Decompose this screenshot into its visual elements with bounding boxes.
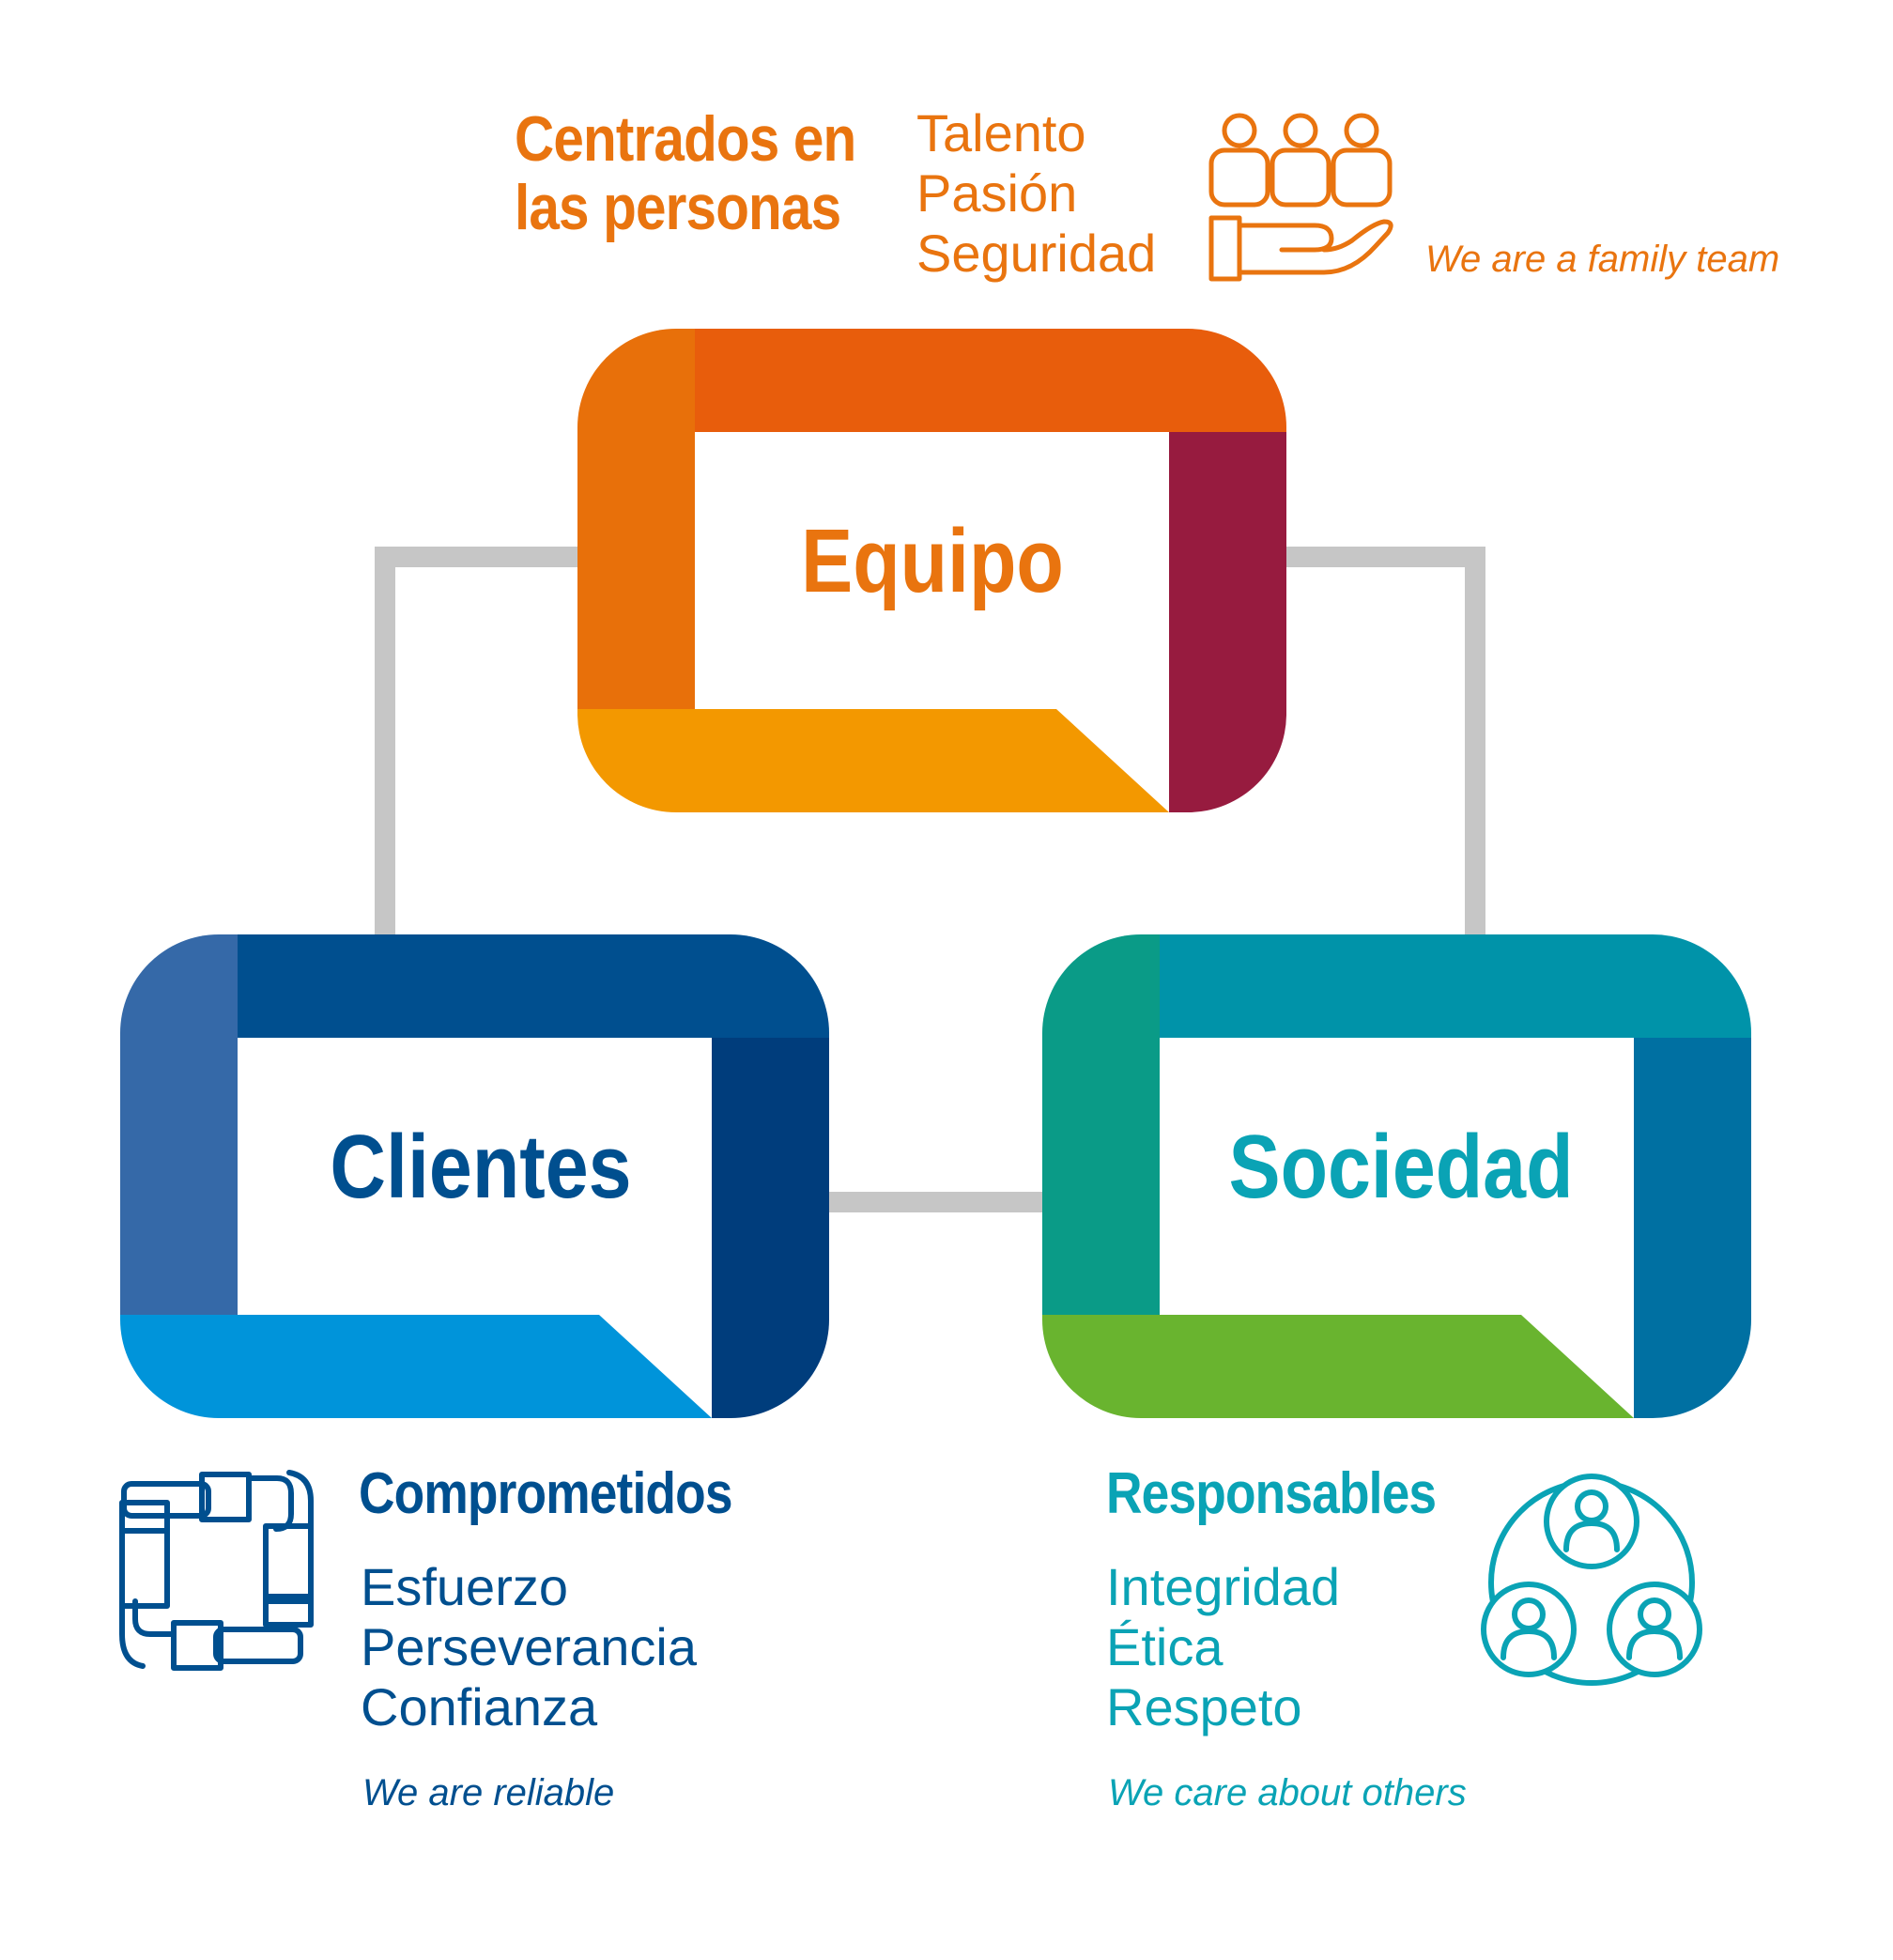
clientes-value-2: Perseverancia <box>361 1617 697 1676</box>
clientes-bubble: Clientes <box>120 934 829 1418</box>
sociedad-value-3: Respeto <box>1106 1677 1302 1736</box>
clientes-bubble-left <box>120 934 238 1315</box>
connector-equipo-clientes <box>375 547 579 934</box>
sociedad-bubble-left <box>1042 934 1160 1315</box>
equipo-bubble: Equipo <box>577 329 1286 812</box>
sociedad-label: Sociedad <box>1229 1116 1574 1216</box>
equipo-heading: Centrados en las personas <box>515 103 912 244</box>
equipo-label: Equipo <box>801 510 1064 610</box>
clientes-value-3: Confianza <box>361 1677 598 1736</box>
sociedad-values: Integridad Ética Respeto <box>1106 1557 1340 1737</box>
clientes-label: Clientes <box>330 1116 631 1216</box>
sociedad-bubble-top <box>1160 934 1751 1038</box>
connectors <box>375 547 1485 1212</box>
equipo-bubble-left <box>577 329 695 709</box>
equipo-value-3: Seguridad <box>916 224 1157 283</box>
sociedad-bubble-inner <box>1160 1038 1634 1315</box>
sociedad-heading: Responsables <box>1106 1461 1437 1526</box>
sociedad-bubble: Sociedad <box>1042 934 1751 1418</box>
sociedad-tagline: We care about others <box>1108 1772 1467 1813</box>
equipo-bubble-top <box>695 329 1286 432</box>
equipo-bubble-right <box>1169 432 1286 812</box>
clientes-value-1: Esfuerzo <box>361 1557 568 1616</box>
sociedad-bubble-right <box>1634 1038 1751 1418</box>
clientes-values: Esfuerzo Perseverancia Confianza <box>361 1557 697 1737</box>
clientes-heading: Comprometidos <box>359 1461 732 1526</box>
clientes-bubble-top <box>238 934 829 1038</box>
equipo-values: Talento Pasión Seguridad <box>916 103 1156 284</box>
joined-hands-icon <box>119 1470 314 1671</box>
equipo-value-1: Talento <box>916 103 1086 162</box>
clientes-bubble-inner <box>238 1038 712 1315</box>
people-network-icon <box>1481 1474 1702 1686</box>
equipo-heading-line2: las personas <box>515 172 841 244</box>
clientes-bubble-right <box>712 1038 829 1418</box>
clientes-bubble-bottom <box>120 1315 712 1418</box>
equipo-value-2: Pasión <box>916 163 1078 223</box>
connector-equipo-sociedad <box>1286 547 1485 934</box>
sociedad-value-2: Ética <box>1106 1617 1224 1676</box>
equipo-bubble-bottom <box>577 709 1169 812</box>
equipo-heading-line1: Centrados en <box>515 103 856 175</box>
sociedad-bubble-bottom <box>1042 1315 1634 1418</box>
clientes-tagline: We are reliable <box>362 1772 615 1813</box>
equipo-tagline: We are a family team <box>1425 239 1780 280</box>
equipo-bubble-inner <box>695 432 1169 709</box>
sociedad-value-1: Integridad <box>1106 1557 1341 1616</box>
people-in-hand-icon <box>1208 113 1393 282</box>
